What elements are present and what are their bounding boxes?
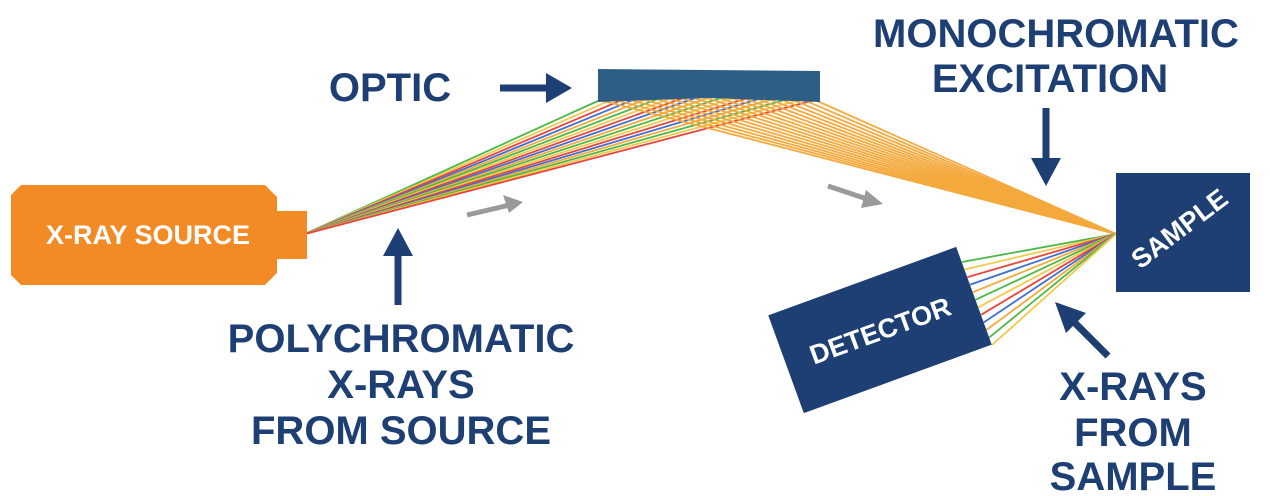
source-label: X-RAY SOURCE [46,220,250,250]
sample-box: SAMPLE [1116,173,1250,292]
detector-box: DETECTOR [768,246,992,414]
grey-arrow-icon [466,195,523,218]
monochromatic-label-line1: MONOCHROMATIC [873,12,1239,56]
monochromatic-label-line2: EXCITATION [932,57,1168,101]
excitation-arrow-icon [1031,108,1061,186]
emitted-ray [983,233,1117,324]
incident-ray [304,99,816,235]
xrays-from-sample-line1: X-RAYS [1059,365,1206,409]
emitted-ray [975,233,1117,301]
optic-label: OPTIC [329,66,451,110]
xray-source: X-RAY SOURCE [11,185,307,285]
xrays-from-sample-line3: SAMPLE [1050,455,1217,496]
reflected-ray [814,99,1117,235]
emitted-ray [988,233,1117,339]
sample-arrow-icon [1055,302,1111,359]
polychromatic-label-line2: X-RAYS [327,363,474,407]
source-arrow-icon [383,228,413,305]
grey-arrow-icon [827,183,883,208]
emitted-ray [980,233,1117,316]
emitted-ray [964,233,1117,271]
monochromatic-beam [599,95,1117,235]
emitted-ray [961,233,1117,263]
emitted-ray [986,233,1117,331]
xrays-from-sample-line2: FROM [1074,411,1192,455]
optic-arrow-icon [500,73,572,103]
optic-mirror [598,69,820,102]
emitted-ray [991,233,1117,346]
emitted-ray [977,233,1117,309]
emitted-ray [972,233,1117,294]
fluorescence-ray-fan [961,233,1117,346]
emitted-ray [969,233,1117,286]
emitted-ray [967,233,1117,278]
polychromatic-label-line3: FROM SOURCE [251,409,551,453]
polychromatic-label-line1: POLYCHROMATIC [228,317,575,361]
